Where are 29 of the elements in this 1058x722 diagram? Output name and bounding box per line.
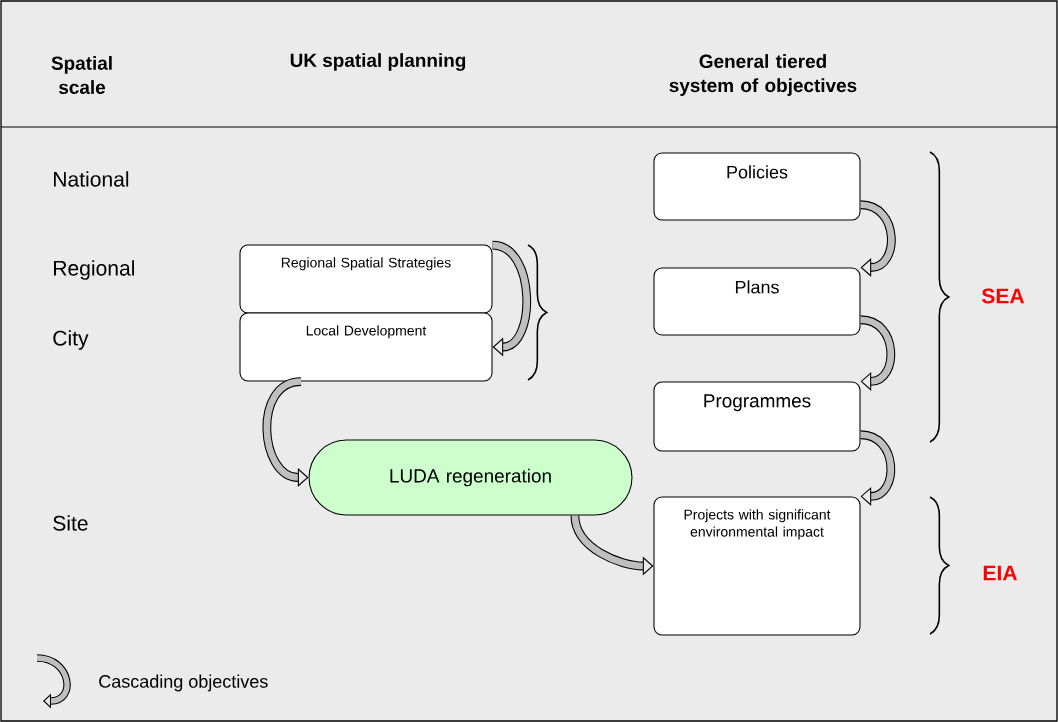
node-label: Programmes [704,394,811,412]
rounded-node [308,439,633,516]
process-box [653,267,861,336]
legend-text: Cascading objectives [99,674,268,692]
node-label: LUDA regeneration [390,468,551,487]
node-label: Plans [735,280,779,294]
curved-arrow [262,377,309,487]
process-box [653,381,861,452]
process-box [239,244,493,314]
scale-label: Regional [54,260,134,280]
process-box [653,496,861,636]
curved-arrow [491,240,531,357]
section-label: EIA [983,565,1017,581]
node-label: Regional Spatial Strategies [281,257,451,271]
section-label: SEA [981,288,1025,304]
scale-label: City [53,330,89,350]
process-box [653,152,861,221]
curved-arrow [859,315,896,391]
curved-arrow [859,430,896,506]
node-label: Policies [727,165,788,179]
process-box [239,312,493,382]
curved-arrow [859,200,896,277]
scale-label: National [54,171,129,187]
column-heading: UK spatial planning [290,53,466,71]
column-heading: General tiered system of objectives [669,54,857,96]
node-label: Local Development [306,325,427,339]
scale-label: Site [53,515,88,531]
column-heading: Spatial scale [51,56,112,94]
node-label: Projects with significant environmental impact [684,509,831,540]
